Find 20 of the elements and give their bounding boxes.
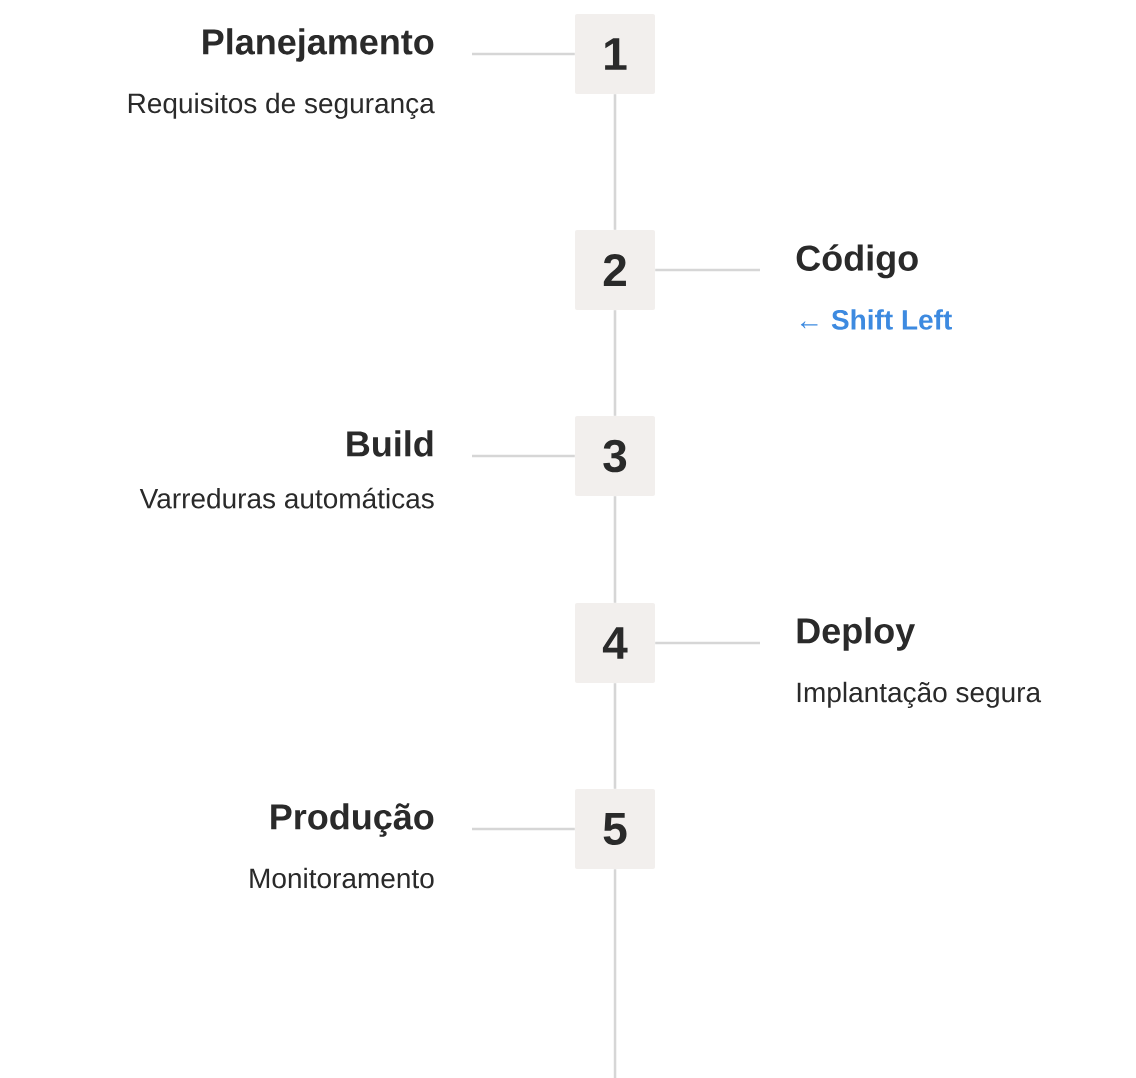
timeline-line xyxy=(613,496,617,603)
step-label: Planejamento Requisitos de segurança xyxy=(128,28,435,119)
timeline-line xyxy=(613,94,617,230)
step-label: Build Varreduras automáticas xyxy=(139,430,434,509)
step-number-box: 5 xyxy=(575,789,655,869)
step-number-box: 3 xyxy=(575,416,655,496)
timeline-line xyxy=(613,310,617,416)
timeline-line xyxy=(613,869,617,1078)
timeline-line xyxy=(613,683,617,789)
step-label: Produção Monitoramento xyxy=(250,803,434,889)
connector-line xyxy=(472,454,575,458)
step-number-box: 4 xyxy=(575,603,655,683)
step-number-box: 2 xyxy=(575,230,655,310)
step-number-box: 1 xyxy=(575,14,655,94)
connector-line xyxy=(472,827,575,831)
connector-line xyxy=(655,268,760,272)
step-label: Código ← Shift Left xyxy=(796,244,952,330)
connector-line xyxy=(472,52,575,56)
connector-line xyxy=(655,641,760,645)
step-label: Deploy Implantação segura xyxy=(797,617,1042,708)
